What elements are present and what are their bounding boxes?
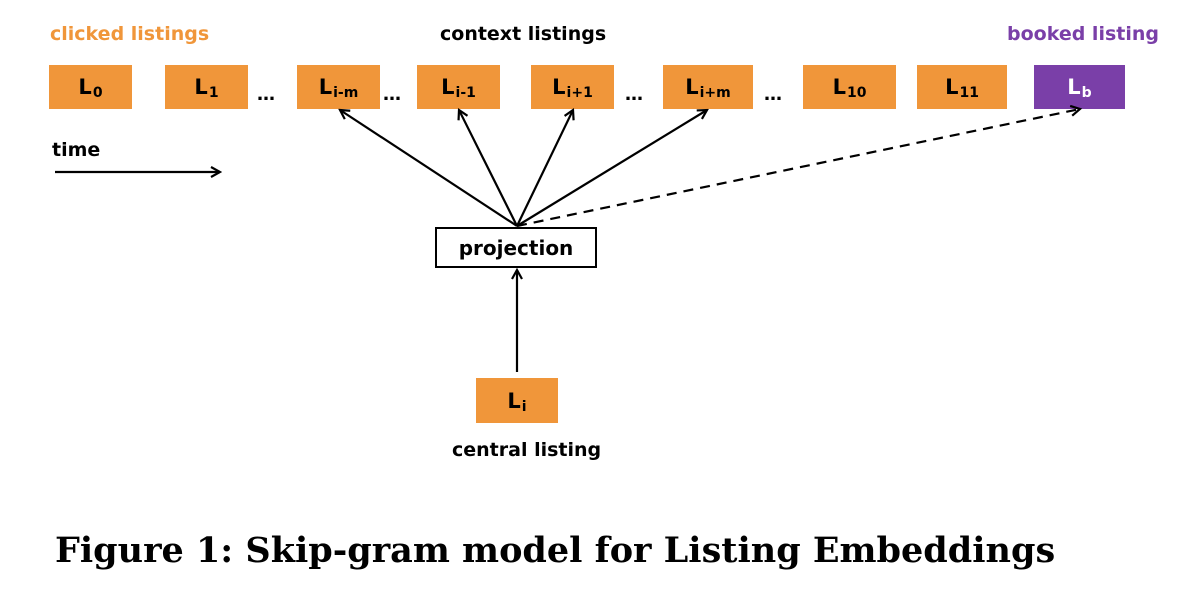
listing-booked-main: L: [1067, 75, 1081, 99]
listing-l11-main: L: [945, 75, 959, 99]
ellipsis-1: …: [257, 84, 275, 105]
central-listing-sub: i: [521, 398, 527, 415]
arrow-to-l-i-minus-1: [459, 110, 518, 227]
arrow-to-l-i-plus-1: [516, 110, 573, 227]
listing-l-i-minus-1-main: L: [441, 75, 455, 99]
figure-caption: Figure 1: Skip-gram model for Listing Em…: [55, 530, 1056, 571]
context-listings-label: context listings: [440, 23, 607, 45]
listing-l-i-plus-m-sub: i+m: [699, 85, 731, 101]
central-listing-label: central listing: [452, 439, 602, 461]
clicked-listings-label: clicked listings: [50, 23, 210, 45]
listing-l10-sub: 10: [846, 85, 867, 101]
listing-l-i-plus-1-sub: i+1: [566, 85, 593, 101]
listing-booked-sub: b: [1081, 85, 1092, 101]
projection-box: projection: [435, 227, 597, 268]
listing-l11-sub: 11: [959, 85, 979, 101]
listing-l0-sub: 0: [92, 85, 103, 101]
dashed-arrow-to-booked: [516, 109, 1080, 228]
listing-l10-main: L: [832, 75, 846, 99]
listing-l0-main: L: [78, 75, 92, 99]
listing-l-i-m-sub: i-m: [333, 85, 359, 101]
booked-listing-label: booked listing: [1007, 23, 1159, 45]
listing-l1-sub: 1: [208, 85, 219, 101]
time-label: time: [52, 139, 101, 161]
arrow-to-l-i-m: [340, 110, 518, 227]
listing-l-i-plus-1-main: L: [552, 75, 566, 99]
listing-l-i-minus-1-sub: i-1: [455, 85, 476, 101]
arrow-to-l-i-plus-m: [516, 110, 707, 227]
central-listing-main: L: [507, 388, 521, 413]
ellipsis-2: …: [383, 84, 401, 105]
listing-l1-main: L: [194, 75, 208, 99]
listing-l-i-plus-m-main: L: [685, 75, 699, 99]
ellipsis-4: …: [764, 84, 782, 105]
listing-l-i-m-main: L: [318, 75, 333, 99]
ellipsis-3: …: [625, 84, 643, 105]
